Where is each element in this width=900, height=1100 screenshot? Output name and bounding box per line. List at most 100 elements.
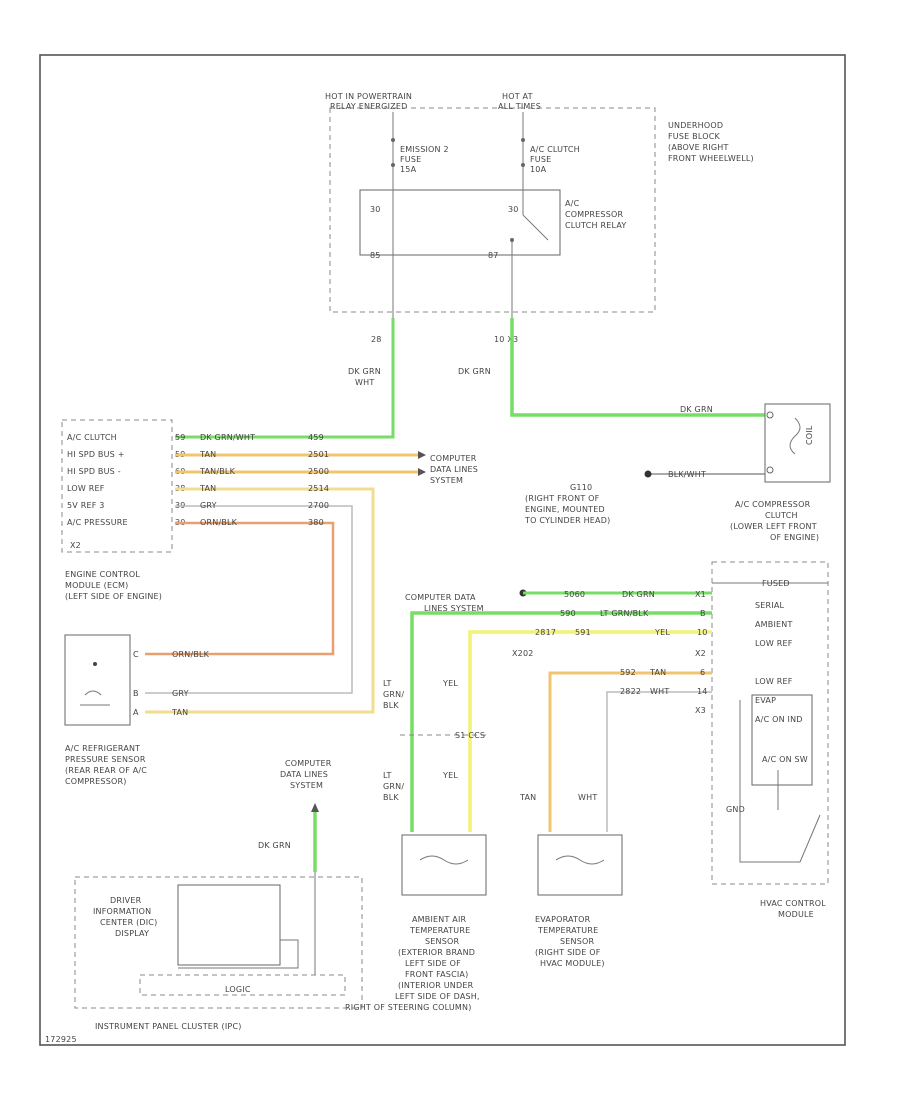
evap-label-1: EVAPORATOR: [535, 915, 591, 924]
ecm-pin-hi-spd-minus: HI SPD BUS -: [67, 467, 121, 476]
clutch-label-2: CLUTCH: [765, 511, 798, 520]
relay-pin-85: 85: [370, 251, 381, 260]
ps-label-3: (REAR REAR OF A/C: [65, 766, 147, 775]
hot-at-text: HOT AT: [502, 92, 533, 101]
amb-lt-4: LT: [383, 771, 392, 780]
clutch-fuse-icon: [521, 138, 525, 142]
ipc-cdl-2: DATA LINES: [280, 770, 328, 779]
amb-lt-3: BLK: [383, 701, 399, 710]
fuse-block-outline: [329, 107, 656, 313]
wht-label-1: WHT: [355, 378, 374, 387]
ecm-cdl-2: DATA LINES: [430, 465, 478, 474]
hvac-wire-1: DK GRN: [622, 590, 655, 599]
fuse-block-label-1: UNDERHOOD: [668, 121, 723, 130]
hvac-splice-label: 591: [575, 628, 591, 637]
logic-box: [139, 974, 346, 996]
hvac-wire-4: TAN: [649, 668, 666, 677]
diagram-frame: [39, 54, 846, 1046]
hvac-x202: X202: [512, 649, 534, 658]
hvac-rpin-1: X1: [695, 590, 706, 599]
clutch-relay-box: [359, 189, 561, 256]
ecm-label-2: MODULE (ECM): [65, 581, 128, 590]
emission-fuse-icon: [391, 138, 395, 142]
ipc-wire-label: DK GRN: [258, 841, 291, 850]
ps-pin-c: C: [133, 650, 139, 659]
ground-label-3: ENGINE, MOUNTED: [525, 505, 605, 514]
ground-label-1: G110: [570, 483, 592, 492]
clutch-label-4: OF ENGINE): [770, 533, 819, 542]
clutch-label-1: A/C COMPRESSOR: [735, 500, 811, 509]
ecm-wire-5: GRY: [200, 501, 217, 510]
amb-label-1: AMBIENT AIR: [412, 915, 467, 924]
clutch-coil-label: COIL: [805, 425, 814, 445]
dk-grn-label-2: DK GRN: [458, 367, 491, 376]
relay-label-1: A/C: [565, 199, 580, 208]
ipc-outline: [74, 876, 363, 1009]
ambient-sensor-box: [401, 834, 487, 896]
evap-label-2: TEMPERATURE: [537, 926, 598, 935]
hvac-x2: X2: [695, 649, 706, 658]
clutch-fuse-word: FUSE: [530, 155, 551, 164]
dic-label-1: DRIVER: [110, 896, 142, 905]
wire-10-label: 10 X3: [494, 335, 518, 344]
ecm-num-1: 59: [175, 433, 186, 442]
hvac-pin-low-ref: LOW REF: [755, 639, 793, 648]
ipc-cdl-3: SYSTEM: [290, 781, 323, 790]
arrow-icon: [418, 468, 426, 476]
hvac-pin-ambient: AMBIENT: [755, 620, 793, 629]
arrow-icon: [418, 451, 426, 459]
ground-wire-label: BLK/WHT: [668, 470, 706, 479]
ecm-cdl-3: SYSTEM: [430, 476, 463, 485]
ecm-wire-1: DK GRN/WHT: [200, 433, 255, 442]
amb-lt-6: BLK: [383, 793, 399, 802]
pressure-sensor-box: [64, 634, 131, 726]
hvac-circ-3: 2817: [535, 628, 556, 637]
relay-pin-30b: 30: [508, 205, 519, 214]
amb-label-6: FRONT FASCIA): [405, 970, 468, 979]
5v-ref-wire: [145, 505, 353, 694]
hvac-rpin-5: 14: [697, 687, 708, 696]
fuse-block-label-2: FUSE BLOCK: [668, 132, 720, 141]
footer-code: 172925: [45, 1035, 77, 1044]
all-times-text: ALL TIMES: [498, 102, 541, 111]
ps-label-1: A/C REFRIGERANT: [65, 744, 140, 753]
emission-fuse-name: EMISSION 2: [400, 145, 449, 154]
dk-grn-wht-wire: [175, 318, 395, 439]
relay-pin-30a: 30: [370, 205, 381, 214]
ps-wire-1: ORN/BLK: [172, 650, 210, 659]
emission-fuse-rating: 15A: [400, 165, 417, 174]
ecm-label-3: (LEFT SIDE OF ENGINE): [65, 592, 162, 601]
hvac-circ-4: 592: [620, 668, 636, 677]
ground-label-4: TO CYLINDER HEAD): [524, 516, 610, 525]
compressor-clutch-box: [764, 403, 831, 483]
amb-label-4: (EXTERIOR BRAND: [398, 948, 475, 957]
ps-label-4: COMPRESSOR): [65, 777, 127, 786]
ecm-circ-3: 2500: [308, 467, 329, 476]
ecm-pin-5v-ref: 5V REF 3: [67, 501, 105, 510]
hvac-circ-5: 2822: [620, 687, 641, 696]
hvac-pin-serial: SERIAL: [755, 601, 785, 610]
dk-grn-label-1: DK GRN: [348, 367, 381, 376]
ambient-lt-grn-wire: [410, 611, 712, 832]
fuse-block-label-4: FRONT WHEELWELL): [668, 154, 754, 163]
hvac-cdl-1: COMPUTER DATA: [405, 593, 476, 602]
hvac-pin-ac-ind: A/C ON IND: [755, 715, 803, 724]
hvac-gnd: GND: [726, 805, 745, 814]
hvac-wire-2: LT GRN/BLK: [600, 609, 649, 618]
ecm-pin-list: A/C CLUTCH HI SPD BUS + HI SPD BUS - LOW…: [67, 433, 128, 527]
ipc-label: INSTRUMENT PANEL CLUSTER (IPC): [95, 1022, 242, 1031]
clutch-label-3: (LOWER LEFT FRONT: [730, 522, 817, 531]
relay-pin-87: 87: [488, 251, 499, 260]
amb-s-label: S1 CCS: [455, 731, 485, 740]
ecm-wire-4: TAN: [199, 484, 216, 493]
hvac-pin-ac-sw: A/C ON SW: [762, 755, 808, 764]
ecm-wire-2: TAN: [199, 450, 216, 459]
amb-lt-1: LT: [383, 679, 392, 688]
ground-icon: [644, 470, 652, 478]
dic-label-3: CENTER (DIC): [100, 918, 157, 927]
ecm-circ-4: 2514: [308, 484, 329, 493]
ac-pressure-wire: [145, 521, 335, 656]
dic-label-4: DISPLAY: [115, 929, 149, 938]
evap-sensor-icon: [555, 855, 605, 865]
